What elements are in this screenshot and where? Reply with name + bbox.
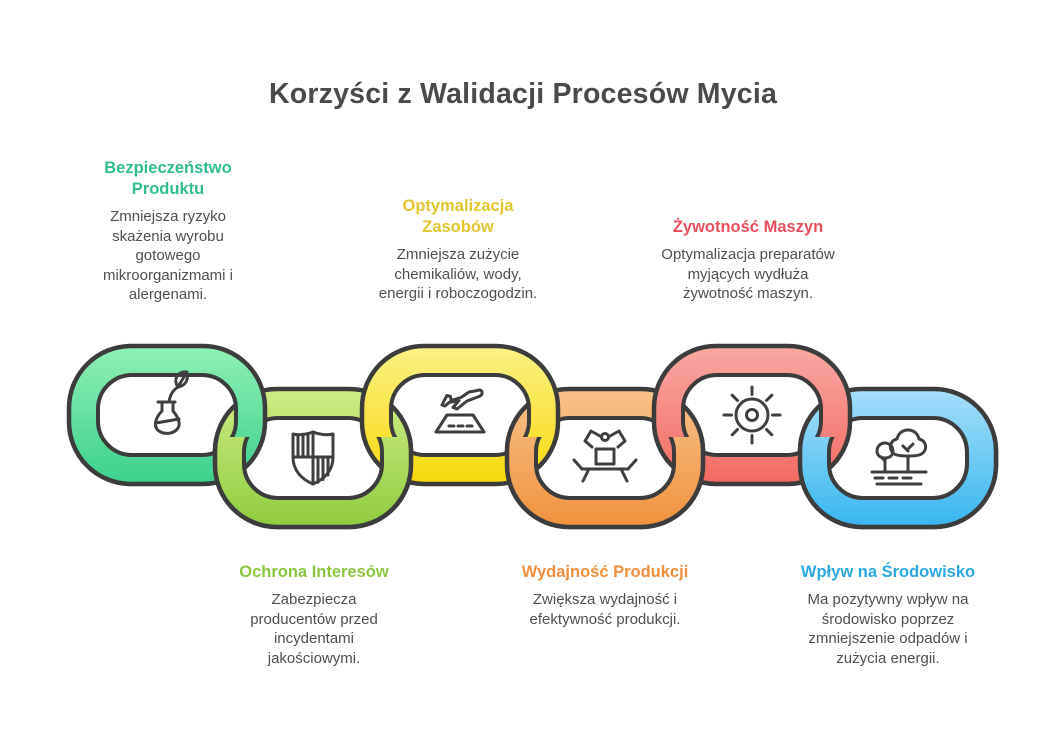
benefit-heading: Ochrona Interesów [239, 563, 389, 581]
benefit-heading: Wydajność Produkcji [521, 563, 689, 581]
benefit-body: Zwiększa wydajność i efektywność produkc… [529, 591, 681, 628]
benefit-heading: Bezpieczeństwo Produktu [104, 159, 232, 198]
benefit-heading: Żywotność Maszyn [672, 218, 824, 236]
benefit-interest-protection: Ochrona Interesów Zabezpiecza producentó… [204, 562, 424, 668]
flask-plant-icon [153, 370, 189, 435]
chain-graphic [0, 338, 1046, 558]
benefit-resource-optimization: Optymalizacja Zasobów Zmniejsza zużycie … [338, 196, 578, 304]
page-title: Korzyści z Walidacji Procesów Mycia [268, 78, 778, 110]
shield-icon [291, 430, 335, 486]
gear-icon [722, 385, 782, 445]
benefit-body: Optymalizacja preparatów myjących wydłuż… [661, 246, 835, 302]
benefit-machine-lifespan: Żywotność Maszyn Optymalizacja preparató… [623, 217, 873, 304]
benefit-body: Zabezpiecza producentów przed incydentam… [250, 591, 378, 667]
benefit-product-safety: Bezpieczeństwo Produktu Zmniejsza ryzyko… [48, 158, 288, 305]
benefit-environment-impact: Wpływ na Środowisko Ma pozytywny wpływ n… [763, 562, 1013, 668]
benefit-heading: Optymalizacja Zasobów [402, 197, 514, 236]
plane-takeoff-icon [434, 388, 486, 434]
benefit-production-efficiency: Wydajność Produkcji Zwiększa wydajność i… [495, 562, 715, 629]
benefit-body: Ma pozytywny wpływ na środowisko poprzez… [807, 591, 969, 667]
benefit-heading: Wpływ na Środowisko [800, 563, 976, 581]
benefit-body: Zmniejsza ryzyko skażenia wyrobu gotoweg… [102, 208, 234, 303]
robot-gripper-icon [572, 429, 638, 483]
trees-icon [870, 428, 928, 486]
benefit-body: Zmniejsza zużycie chemikaliów, wody, ene… [378, 246, 538, 302]
